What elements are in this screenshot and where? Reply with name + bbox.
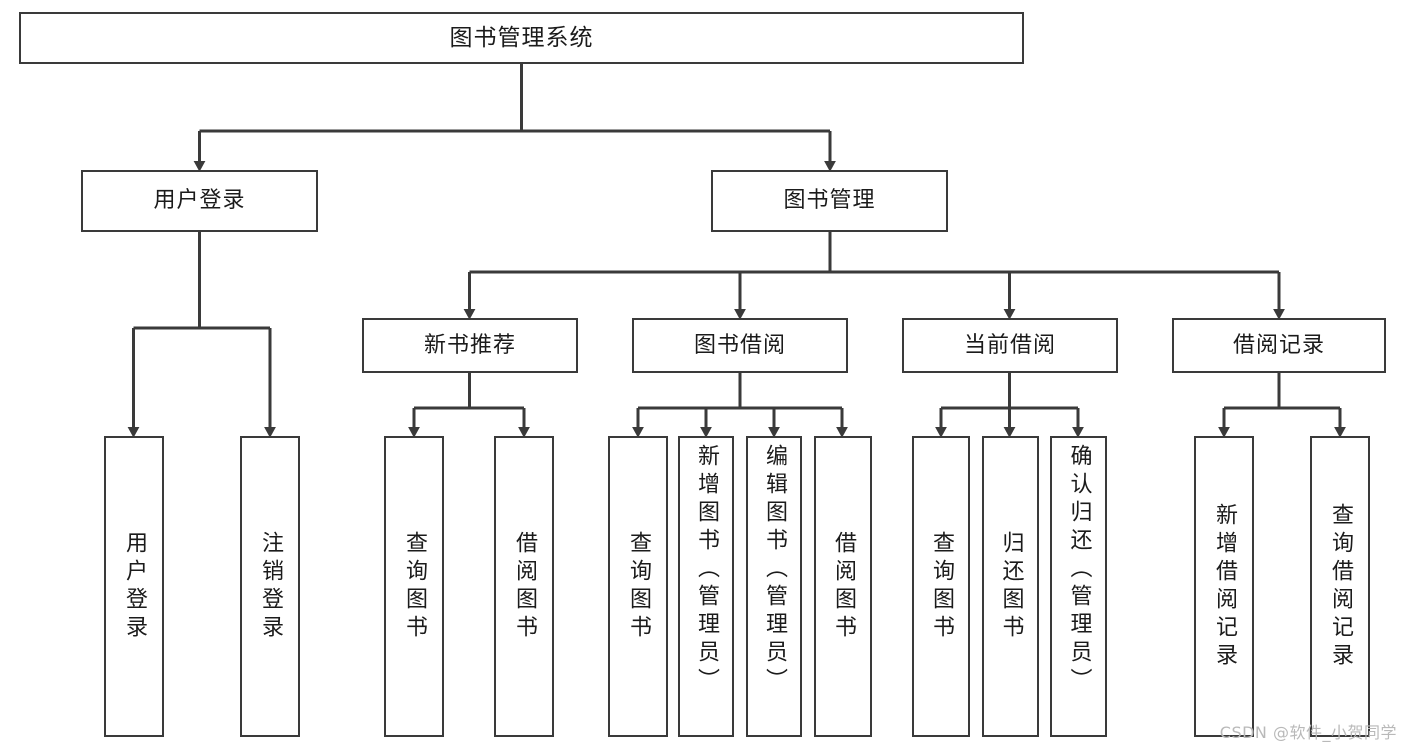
node-book-manage[interactable]: 图书管理 xyxy=(711,170,948,232)
node-leaf-add-record-label: 新增借阅记录 xyxy=(1212,502,1237,671)
node-leaf-query-book-borrow-label: 查询图书 xyxy=(626,530,651,643)
node-leaf-edit-book-label: 编辑图书（管理员） xyxy=(762,444,787,696)
node-root[interactable]: 图书管理系统 xyxy=(19,12,1024,64)
node-leaf-borrow-book-label: 借阅图书 xyxy=(831,530,856,643)
node-book-manage-label: 图书管理 xyxy=(783,188,876,214)
node-leaf-confirm-return[interactable]: 确认归还（管理员） xyxy=(1050,436,1107,737)
node-leaf-add-book-label: 新增图书（管理员） xyxy=(694,444,719,696)
node-leaf-borrow-book-rec-label: 借阅图书 xyxy=(512,530,537,643)
node-borrow-record[interactable]: 借阅记录 xyxy=(1172,318,1386,373)
node-book-borrow[interactable]: 图书借阅 xyxy=(632,318,848,373)
node-leaf-user-logout-label: 注销登录 xyxy=(258,530,283,643)
node-leaf-query-book-rec-label: 查询图书 xyxy=(402,530,427,643)
node-book-borrow-label: 图书借阅 xyxy=(693,332,786,358)
node-leaf-query-record-label: 查询借阅记录 xyxy=(1328,502,1353,671)
node-leaf-add-record[interactable]: 新增借阅记录 xyxy=(1194,436,1254,737)
node-leaf-confirm-return-label: 确认归还（管理员） xyxy=(1066,444,1092,696)
node-leaf-query-book-current-label: 查询图书 xyxy=(929,530,954,643)
node-new-book-rec-label: 新书推荐 xyxy=(423,332,516,358)
node-leaf-query-book-borrow[interactable]: 查询图书 xyxy=(608,436,668,737)
csdn-watermark: CSDN @软件_小贺同学 xyxy=(1219,723,1397,742)
node-leaf-query-book-rec[interactable]: 查询图书 xyxy=(384,436,444,737)
node-leaf-return-book[interactable]: 归还图书 xyxy=(982,436,1039,737)
node-user-login[interactable]: 用户登录 xyxy=(81,170,318,232)
node-new-book-rec[interactable]: 新书推荐 xyxy=(362,318,578,373)
node-leaf-return-book-label: 归还图书 xyxy=(998,530,1024,643)
node-leaf-query-book-current[interactable]: 查询图书 xyxy=(912,436,970,737)
node-leaf-query-record[interactable]: 查询借阅记录 xyxy=(1310,436,1370,737)
node-leaf-user-login-label: 用户登录 xyxy=(122,530,147,643)
node-root-label: 图书管理系统 xyxy=(449,24,594,51)
node-leaf-user-logout[interactable]: 注销登录 xyxy=(240,436,300,737)
node-leaf-edit-book[interactable]: 编辑图书（管理员） xyxy=(746,436,802,737)
node-borrow-record-label: 借阅记录 xyxy=(1232,332,1325,358)
node-user-login-label: 用户登录 xyxy=(153,188,246,214)
node-leaf-borrow-book-rec[interactable]: 借阅图书 xyxy=(494,436,554,737)
node-current-borrow-label: 当前借阅 xyxy=(963,332,1056,358)
node-leaf-add-book[interactable]: 新增图书（管理员） xyxy=(678,436,734,737)
node-leaf-user-login[interactable]: 用户登录 xyxy=(104,436,164,737)
node-leaf-borrow-book[interactable]: 借阅图书 xyxy=(814,436,872,737)
node-current-borrow[interactable]: 当前借阅 xyxy=(902,318,1118,373)
